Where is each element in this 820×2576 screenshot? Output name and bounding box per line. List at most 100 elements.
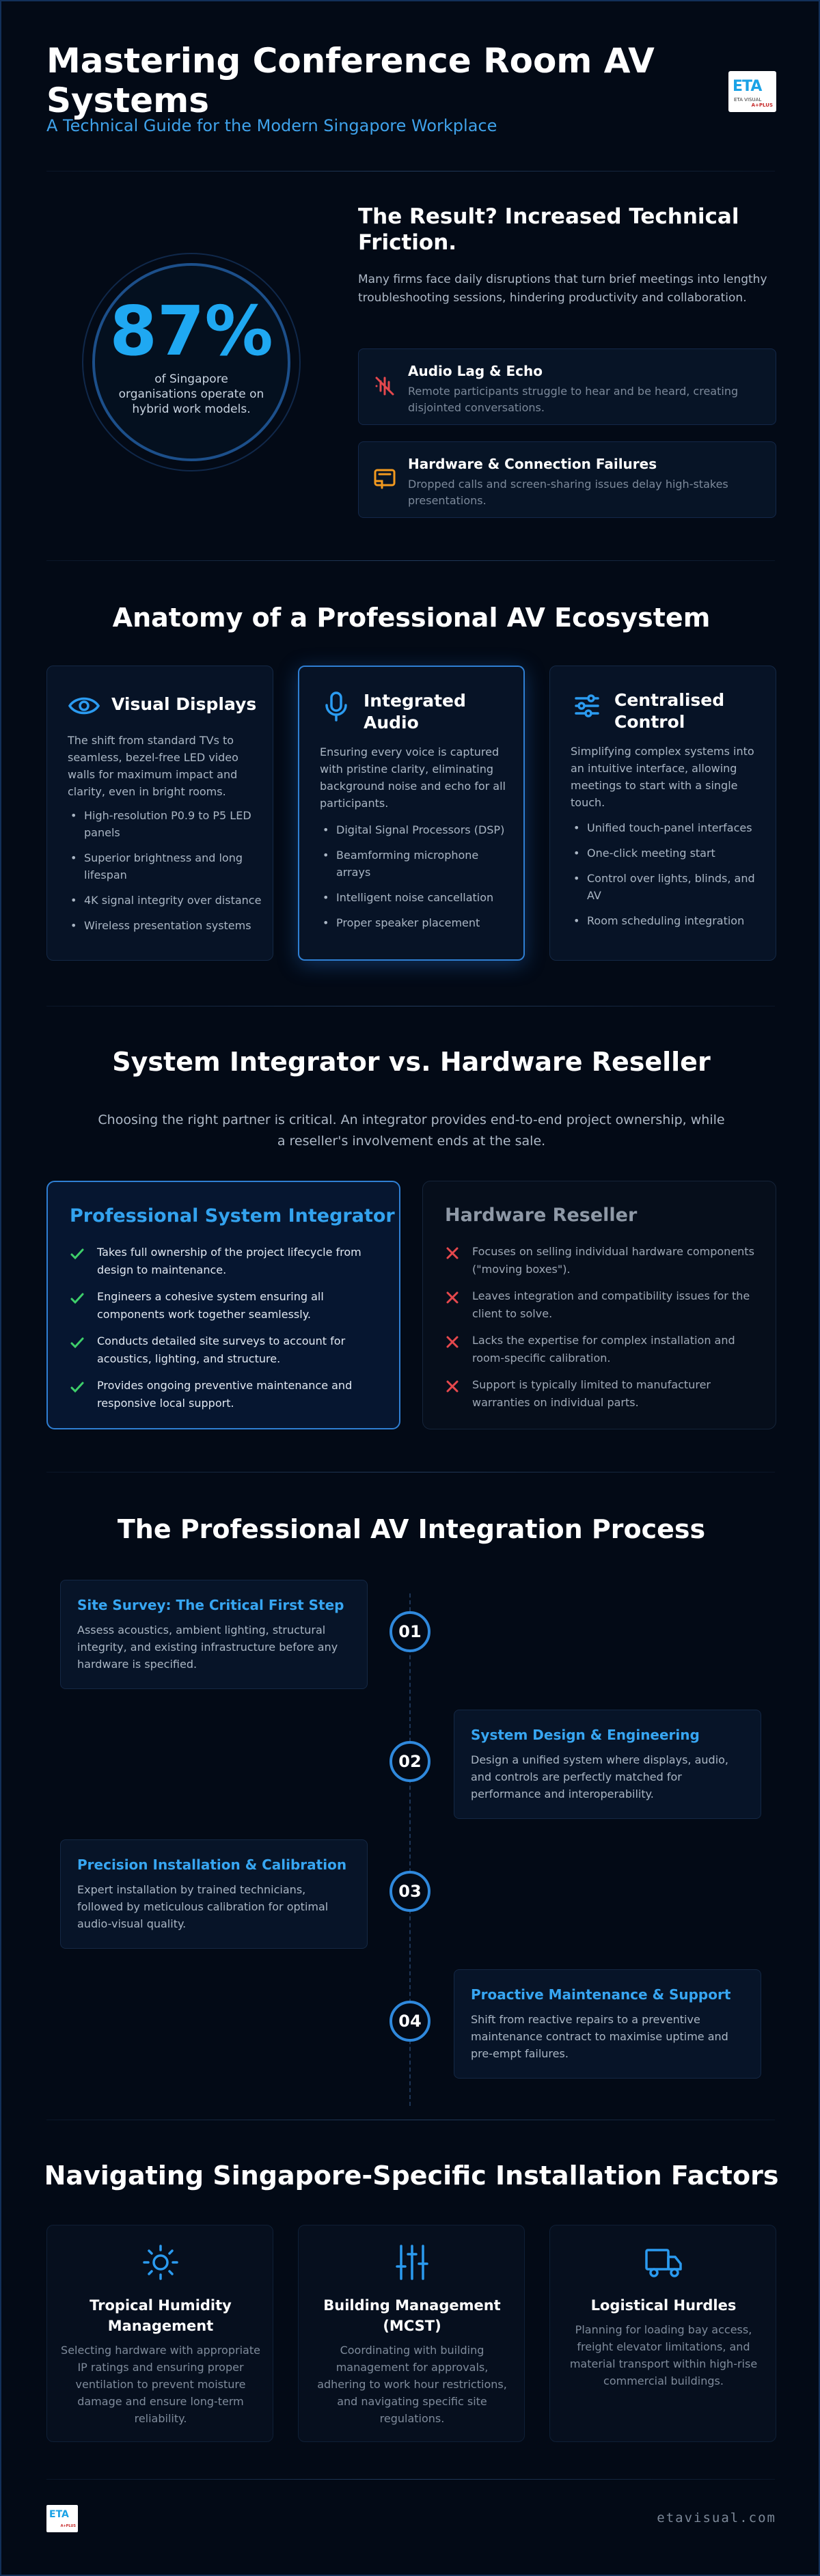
process-step-text: Expert installation by trained technicia…	[77, 1883, 329, 1930]
factor-card-mcst: Building Management (MCST) Coordinating …	[298, 2225, 525, 2442]
result-card-text: Remote participants struggle to hear and…	[408, 385, 739, 414]
timeline-line	[409, 1593, 411, 2106]
factor-card-title: Building Management (MCST)	[323, 2297, 501, 2334]
process-step-title: Proactive Maintenance & Support	[471, 1986, 731, 2003]
integrator-item-text: Engineers a cohesive system ensuring all…	[97, 1290, 324, 1321]
list-item: Room scheduling integration	[571, 912, 765, 929]
cross-icon	[446, 1291, 459, 1304]
anatomy-bullet-list: High-resolution P0.9 to P5 LED panels Su…	[68, 807, 262, 942]
list-item: 4K signal integrity over distance	[68, 892, 262, 909]
divider	[46, 2479, 775, 2480]
reseller-title: Hardware Reseller	[445, 1205, 638, 1226]
footer-url[interactable]: etavisual.com	[657, 2510, 776, 2525]
list-item: Takes full ownership of the project life…	[70, 1244, 384, 1285]
anatomy-card-text: The shift from standard TVs to seamless,…	[68, 734, 238, 798]
footer-logo-mark: ETA	[49, 2509, 69, 2520]
list-item: Engineers a cohesive system ensuring all…	[70, 1288, 384, 1329]
list-item: Proper speaker placement	[320, 914, 515, 931]
divider	[46, 171, 775, 172]
factor-card-title: Tropical Humidity Management	[90, 2297, 232, 2334]
list-item: High-resolution P0.9 to P5 LED panels	[68, 807, 262, 841]
result-card-hardware: Hardware & Connection Failures Dropped c…	[358, 441, 776, 518]
cross-icon	[446, 1247, 459, 1259]
process-step-card: Proactive Maintenance & Support Shift fr…	[454, 1969, 761, 2079]
anatomy-card-integrated-audio: Integrated Audio Ensuring every voice is…	[298, 666, 525, 961]
result-card-title: Audio Lag & Echo	[408, 363, 543, 379]
result-title: The Result? Increased Technical Friction…	[358, 204, 739, 255]
sliders-icon	[575, 694, 599, 717]
process-step-card: Precision Installation & Calibration Exp…	[60, 1839, 368, 1949]
anatomy-card-centralised-control: Centralised Control Simplifying complex …	[549, 666, 776, 961]
list-item: Conducts detailed site surveys to accoun…	[70, 1332, 384, 1373]
integrator-card: Professional System Integrator Takes ful…	[46, 1181, 400, 1429]
result-description: Many firms face daily disruptions that t…	[358, 273, 767, 305]
building-sliders-icon	[396, 2245, 428, 2280]
list-item: Control over lights, blinds, and AV	[571, 870, 765, 904]
process-step-title: System Design & Engineering	[471, 1727, 700, 1743]
integrator-item-text: Takes full ownership of the project life…	[97, 1246, 361, 1276]
hardware-failure-icon	[374, 469, 396, 489]
process-title: The Professional AV Integration Process	[117, 1514, 706, 1544]
anatomy-card-visual-displays: Visual Displays The shift from standard …	[46, 666, 273, 961]
anatomy-card-title: Integrated Audio	[364, 691, 466, 732]
anatomy-bullet-list: Unified touch-panel interfaces One-click…	[571, 819, 765, 937]
check-icon	[70, 1382, 84, 1393]
list-item: One-click meeting start	[571, 845, 765, 862]
list-item: Unified touch-panel interfaces	[571, 819, 765, 836]
reseller-card: Hardware Reseller Focuses on selling ind…	[422, 1181, 776, 1429]
factor-card-text: Coordinating with building management fo…	[317, 2344, 507, 2425]
cross-icon	[446, 1380, 459, 1393]
page-title: Mastering Conference Room AV Systems	[46, 41, 655, 120]
check-icon	[70, 1248, 84, 1260]
process-step-number: 04	[390, 2001, 430, 2042]
stat-value: 87%	[109, 291, 273, 371]
eye-icon	[68, 697, 100, 715]
list-item: Focuses on selling individual hardware c…	[445, 1243, 759, 1284]
process-step-text: Shift from reactive repairs to a prevent…	[471, 2013, 728, 2060]
stat-ring	[92, 263, 290, 461]
result-card-audio: Audio Lag & Echo Remote participants str…	[358, 348, 776, 425]
process-step-card: Site Survey: The Critical First Step Ass…	[60, 1580, 368, 1689]
check-icon	[70, 1293, 84, 1304]
audio-lag-icon	[375, 376, 394, 396]
reseller-item-text: Lacks the expertise for complex installa…	[472, 1334, 735, 1365]
reseller-item-text: Support is typically limited to manufact…	[472, 1378, 711, 1409]
list-item: Provides ongoing preventive maintenance …	[70, 1377, 384, 1418]
anatomy-card-title: Visual Displays	[111, 694, 257, 714]
sun-icon	[143, 2245, 178, 2280]
list-item: Superior brightness and long lifespan	[68, 849, 262, 883]
list-item: Support is typically limited to manufact…	[445, 1376, 759, 1417]
check-icon	[70, 1337, 84, 1349]
integrator-item-text: Provides ongoing preventive maintenance …	[97, 1379, 353, 1410]
process-step-text: Design a unified system where displays, …	[471, 1753, 729, 1800]
stat-ring-outer	[82, 253, 301, 471]
factor-card-logistics: Logistical Hurdles Planning for loading …	[549, 2225, 776, 2442]
anatomy-title: Anatomy of a Professional AV Ecosystem	[112, 603, 711, 633]
anatomy-bullet-list: Digital Signal Processors (DSP) Beamform…	[320, 821, 515, 940]
process-step-card: System Design & Engineering Design a uni…	[454, 1710, 761, 1819]
stat-caption: of Singapore organisations operate on hy…	[118, 372, 264, 416]
footer-logo-badge: A+PLUS	[60, 2524, 76, 2528]
factor-card-title: Logistical Hurdles	[590, 2297, 737, 2314]
logo-tagline: ETA VISUAL	[734, 97, 762, 102]
result-card-title: Hardware & Connection Failures	[408, 456, 657, 472]
reseller-item-text: Leaves integration and compatibility iss…	[472, 1289, 750, 1320]
logo-mark: ETA	[733, 78, 762, 95]
microphone-icon	[325, 691, 347, 722]
list-item: Lacks the expertise for complex installa…	[445, 1332, 759, 1373]
factor-card-text: Planning for loading bay access, freight…	[569, 2323, 758, 2387]
process-step-number: 01	[390, 1611, 430, 1652]
eta-logo: ETA ETA VISUAL A+PLUS	[728, 71, 776, 112]
anatomy-card-title: Centralised Control	[614, 690, 725, 732]
process-step-text: Assess acoustics, ambient lighting, stru…	[77, 1623, 338, 1671]
anatomy-card-text: Ensuring every voice is captured with pr…	[320, 745, 506, 810]
factors-title: Navigating Singapore-Specific Installati…	[44, 2161, 779, 2191]
factor-card-humidity: Tropical Humidity Management Selecting h…	[46, 2225, 273, 2442]
process-step-number: 02	[390, 1741, 430, 1782]
process-step-title: Precision Installation & Calibration	[77, 1856, 347, 1873]
reseller-item-text: Focuses on selling individual hardware c…	[472, 1245, 754, 1276]
anatomy-card-text: Simplifying complex systems into an intu…	[571, 745, 754, 809]
list-item: Leaves integration and compatibility iss…	[445, 1287, 759, 1328]
process-step-title: Site Survey: The Critical First Step	[77, 1597, 344, 1613]
